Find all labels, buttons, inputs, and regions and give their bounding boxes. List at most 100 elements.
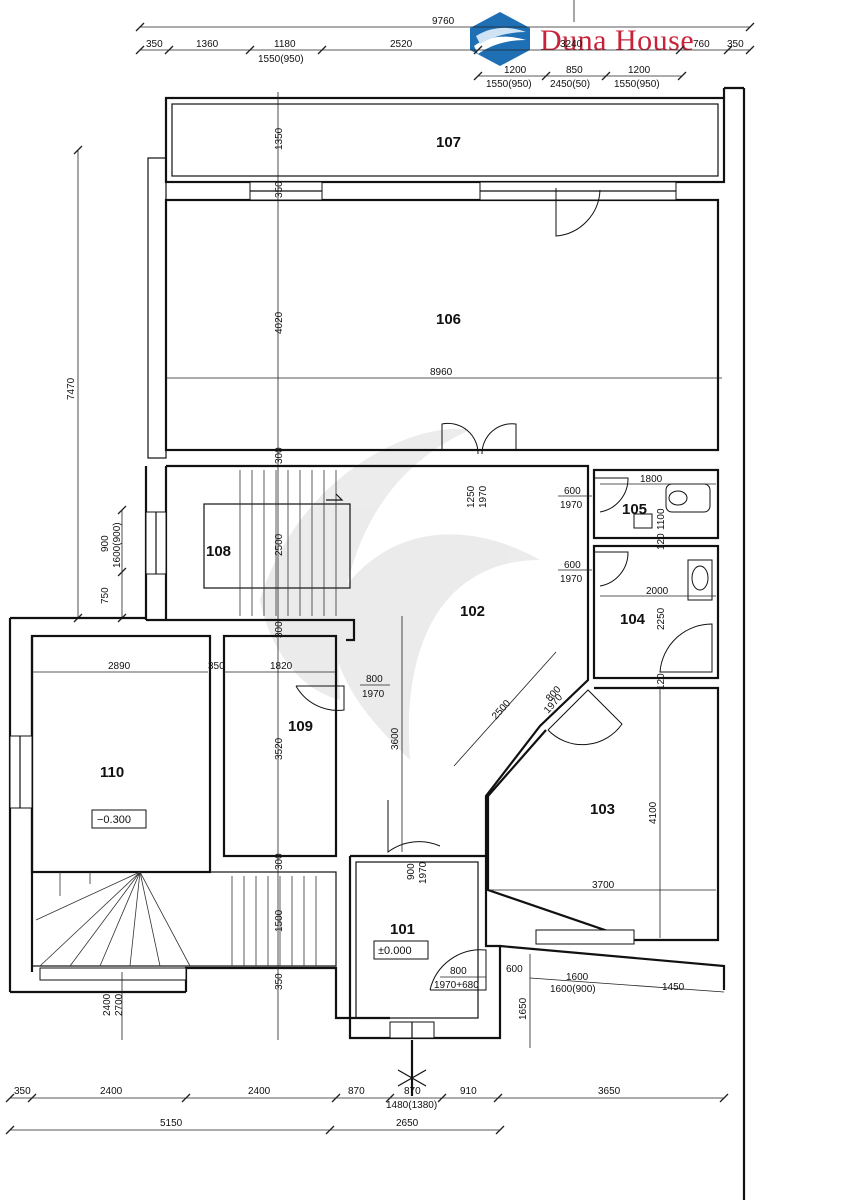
dim-top-r2: 850 — [566, 65, 583, 76]
room-label-110: 110 — [100, 764, 124, 781]
room-label-101: 101 — [390, 921, 415, 938]
dim-d-1970f: 1970 — [418, 861, 429, 884]
room-label-106: 106 — [436, 311, 461, 328]
dim-bottom-total-1: 5150 — [160, 1118, 183, 1129]
dim-door-1250: 1250 — [466, 485, 477, 508]
dim-bottom-3: 2400 — [248, 1086, 271, 1097]
dim-d-1970b: 1970 — [560, 500, 583, 511]
room-label-103: 103 — [590, 801, 615, 818]
dim-w-3700: 3700 — [592, 880, 615, 891]
dim-w-1800: 1800 — [640, 474, 663, 485]
level-marks: −0.300 ±0.000 — [91, 809, 429, 960]
dim-w-350b: 350 — [208, 661, 225, 672]
room-101-wall — [348, 856, 502, 1040]
dim-diag-2500: 2500 — [490, 698, 513, 722]
dim-w-8960: 8960 — [430, 367, 453, 378]
dim-bottom-2: 2400 — [100, 1086, 123, 1097]
dim-d-800a: 800 — [366, 674, 383, 685]
dim-top-sub: 1550(950) — [258, 54, 304, 65]
dim-w-1450: 1450 — [662, 982, 685, 993]
stairs — [35, 470, 344, 967]
doors — [295, 188, 629, 991]
dim-h-300b: 300 — [274, 621, 285, 638]
dim-top-2: 1360 — [196, 39, 219, 50]
dim-top-rs3: 1550(950) — [614, 79, 660, 90]
dim-d-1970-680: 1970+680 — [434, 980, 479, 991]
dim-d-600a: 600 — [564, 486, 581, 497]
dim-top-6: 760 — [693, 39, 710, 50]
dim-d-600b: 600 — [564, 560, 581, 571]
dim-h-120b: 120 — [656, 673, 667, 690]
level-box-101 — [373, 940, 429, 960]
dim-top-7: 350 — [727, 39, 744, 50]
room-104-wall — [592, 544, 720, 680]
dim-h-3520: 3520 — [274, 737, 285, 760]
dim-h-4020: 4020 — [274, 311, 285, 334]
room-label-102: 102 — [460, 603, 485, 620]
dim-left-750: 750 — [100, 587, 111, 604]
dim-d-800c: 800 — [450, 966, 467, 977]
dim-h-300a: 300 — [274, 447, 285, 464]
walls — [8, 86, 746, 1200]
dim-top-rs1: 1550(950) — [486, 79, 532, 90]
room-label-104: 104 — [620, 611, 646, 628]
room-label-109: 109 — [288, 718, 313, 735]
dim-d-600c: 600 — [506, 964, 523, 975]
logo: Duna House — [470, 12, 694, 66]
sink-icon — [687, 559, 713, 601]
dim-h-350a: 350 — [274, 181, 285, 198]
dim-bottom-sub: 1480(1380) — [386, 1100, 437, 1111]
dim-left-1600: 1600(900) — [112, 522, 123, 568]
dim-top-total: 9760 — [432, 16, 455, 27]
washbasin-icon — [633, 513, 653, 529]
room-label-105: 105 — [622, 501, 647, 518]
dim-h-1350: 1350 — [274, 127, 285, 150]
dim-h-2500: 2500 — [274, 533, 285, 556]
left-dimensions: 7470 900 1600(900) 750 — [66, 145, 127, 623]
dim-d-1970d: 1970 — [362, 689, 385, 700]
dim-top-5: 3240 — [560, 39, 583, 50]
dim-h-2400: 2400 — [102, 993, 113, 1016]
dim-h-1100: 1100 — [656, 508, 667, 530]
dim-h-300c: 300 — [274, 853, 285, 870]
toilet-icon — [665, 483, 711, 513]
dim-top-3: 1180 — [274, 39, 296, 50]
dim-top-rs2: 2450(50) — [550, 79, 590, 90]
dim-h-1500: 1500 — [274, 909, 285, 932]
dim-top-1: 350 — [146, 39, 163, 50]
room-107-wall — [164, 96, 726, 184]
dim-h-2250: 2250 — [656, 607, 667, 630]
dim-w-2890: 2890 — [108, 661, 131, 672]
dim-h-3600: 3600 — [390, 727, 401, 750]
dim-w-2000: 2000 — [646, 586, 669, 597]
dim-h-4100: 4100 — [648, 801, 659, 824]
dim-bottom-6: 910 — [460, 1086, 477, 1097]
level-box-110 — [91, 809, 147, 829]
dim-bottom-total-2: 2650 — [396, 1118, 419, 1129]
logo-text: Duna House — [540, 24, 694, 57]
dim-h-1650: 1650 — [518, 997, 529, 1020]
dim-h-120a: 120 — [656, 533, 667, 550]
dim-w-1600-900: 1600(900) — [550, 984, 596, 995]
level-110: −0.300 — [97, 814, 131, 826]
dim-top-4: 2520 — [390, 39, 413, 50]
room-labels: 107 106 108 102 105 104 109 110 103 101 — [100, 134, 647, 938]
room-109-wall — [222, 634, 338, 858]
watermark — [260, 428, 540, 760]
shower-icon — [659, 623, 713, 673]
dim-d-900: 900 — [406, 863, 417, 880]
room-105-wall — [592, 468, 720, 540]
dim-bottom-7: 3650 — [598, 1086, 621, 1097]
dim-d-1970c: 1970 — [560, 574, 583, 585]
dim-left-total: 7470 — [66, 377, 77, 400]
logo-wave-icon — [470, 12, 530, 66]
dim-door-1970a: 1970 — [478, 485, 489, 508]
top-dimensions: 9760 350 1360 1180 2520 3240 760 350 155… — [135, 0, 755, 90]
level-101: ±0.000 — [378, 945, 412, 957]
dim-left-900: 900 — [100, 535, 111, 552]
room-label-107: 107 — [436, 134, 461, 151]
dim-w-1820: 1820 — [270, 661, 293, 672]
room-label-108: 108 — [206, 543, 231, 560]
dim-bottom-4: 870 — [348, 1086, 365, 1097]
